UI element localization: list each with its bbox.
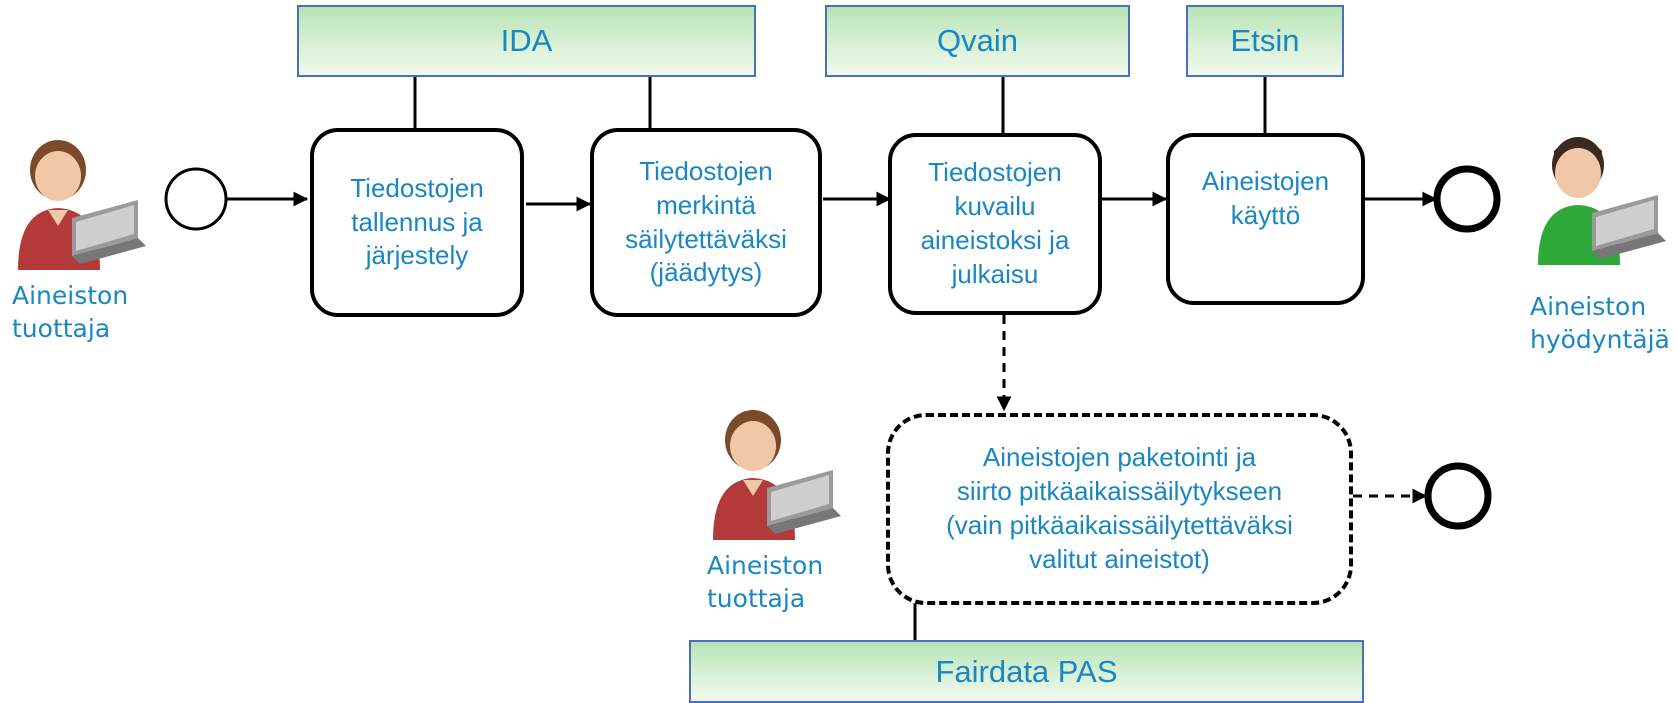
- end-event-main: [1433, 165, 1501, 233]
- user-label-line1: Aineiston: [1530, 292, 1647, 321]
- user-label: Aineiston hyödyntäjä: [1530, 291, 1670, 356]
- task-mark-for-preservation: Tiedostojen merkintä säilytettäväksi (jä…: [590, 128, 822, 317]
- task-packaging-and-transfer: Aineistojen paketointi ja siirto pitkäai…: [886, 413, 1353, 605]
- task-describe-and-publish: Tiedostojen kuvailu aineistoksi ja julka…: [888, 133, 1102, 315]
- producer-label-top-line1: Aineiston: [12, 281, 129, 310]
- end-event-pas: [1424, 462, 1492, 530]
- producer-label-bottom: Aineiston tuottaja: [707, 550, 823, 615]
- producer-figure-bottom: [713, 410, 841, 540]
- service-qvain: Qvain: [825, 5, 1130, 77]
- producer-label-top: Aineiston tuottaja: [12, 280, 128, 345]
- service-etsin: Etsin: [1186, 5, 1344, 77]
- producer-label-bottom-line1: Aineiston: [707, 551, 824, 580]
- producer-label-top-line2: tuottaja: [12, 313, 111, 343]
- user-figure: [1538, 137, 1666, 265]
- task-store-and-organize: Tiedostojen tallennus ja järjestely: [310, 128, 524, 317]
- service-fairdata-pas: Fairdata PAS: [689, 640, 1364, 703]
- user-label-line2: hyödyntäjä: [1530, 324, 1670, 354]
- service-ida: IDA: [297, 5, 756, 77]
- producer-label-bottom-line2: tuottaja: [707, 583, 806, 613]
- start-event: [164, 167, 228, 231]
- task-dataset-use: Aineistojen käyttö: [1166, 133, 1365, 305]
- producer-figure-top: [18, 140, 146, 270]
